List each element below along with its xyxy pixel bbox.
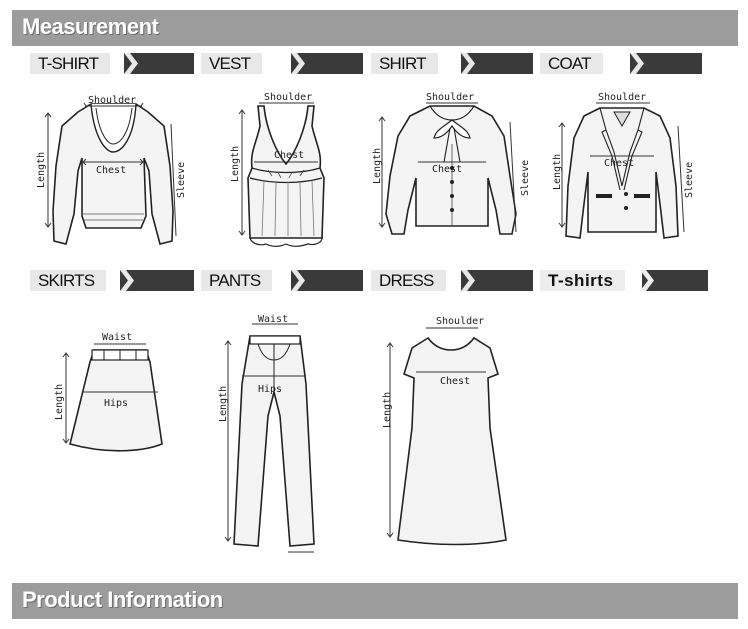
header-arrow-icon <box>461 270 475 291</box>
length-label: Length <box>36 152 47 188</box>
skirts-title: SKIRTS <box>30 270 107 291</box>
shoulder-label: Shoulder <box>88 95 136 106</box>
hips-label: Hips <box>104 398 128 409</box>
dress-illustration: Shoulder Chest Length <box>382 316 507 546</box>
length-label: Length <box>382 392 393 428</box>
coat-header: COAT <box>540 53 702 74</box>
shirt-header: SHIRT <box>371 53 533 74</box>
skirts-illustration: Waist Hips Length <box>54 332 163 452</box>
header-arrow-icon <box>640 270 654 291</box>
vest-illustration: Shoulder Chest Length <box>230 92 325 247</box>
length-label: Length <box>372 148 383 184</box>
shoulder-label: Shoulder <box>426 92 474 103</box>
header-arrow-icon <box>461 53 475 74</box>
vest-header: VEST <box>201 53 363 74</box>
waist-label: Waist <box>102 332 132 343</box>
pants-illustration: Waist Hips Length <box>218 314 315 553</box>
hips-label: Hips <box>258 384 282 395</box>
coat-title: COAT <box>540 53 603 74</box>
tshirt-header: T-SHIRT <box>30 53 194 74</box>
tshirts-header: T-shirts <box>540 270 708 291</box>
sleeve-label: Sleeve <box>176 162 187 198</box>
shirt-illustration: Shoulder Chest Length Sleeve <box>372 92 531 235</box>
skirts-header: SKIRTS <box>30 270 194 291</box>
header-arrow-icon <box>630 53 644 74</box>
header-arrow-icon <box>120 270 134 291</box>
pants-title: PANTS <box>201 270 273 291</box>
chest-label: Chest <box>96 165 126 176</box>
header-arrow-icon <box>291 270 305 291</box>
chest-label: Chest <box>274 150 304 161</box>
tshirt-illustration: Shoulder Chest Length Sleeve <box>36 95 187 245</box>
dress-header: DRESS <box>371 270 533 291</box>
header-arrow-icon <box>124 53 138 74</box>
tshirts-title: T-shirts <box>540 270 626 291</box>
length-label: Length <box>230 146 241 182</box>
measurement-title: Measurement <box>22 14 159 39</box>
dress-title: DRESS <box>371 270 446 291</box>
length-label: Length <box>552 154 563 190</box>
shoulder-label: Shoulder <box>264 92 312 103</box>
chest-label: Chest <box>432 164 462 175</box>
chest-label: Chest <box>440 376 470 387</box>
vest-title: VEST <box>201 53 263 74</box>
coat-illustration: Shoulder Chest Length Sleeve <box>552 92 695 239</box>
pants-header: PANTS <box>201 270 363 291</box>
sleeve-label: Sleeve <box>520 160 531 196</box>
shoulder-label: Shoulder <box>436 316 484 327</box>
measurement-banner: Measurement <box>12 10 738 46</box>
tshirt-title: T-SHIRT <box>30 53 111 74</box>
waist-label: Waist <box>258 314 288 325</box>
product-information-title: Product Information <box>22 587 223 612</box>
product-information-banner: Product Information <box>12 583 738 619</box>
sleeve-label: Sleeve <box>684 162 695 198</box>
header-arrow-icon <box>291 53 305 74</box>
chest-label: Chest <box>604 158 634 169</box>
length-label: Length <box>218 386 229 422</box>
shirt-title: SHIRT <box>371 53 438 74</box>
shoulder-label: Shoulder <box>598 92 646 103</box>
length-label: Length <box>54 384 65 420</box>
